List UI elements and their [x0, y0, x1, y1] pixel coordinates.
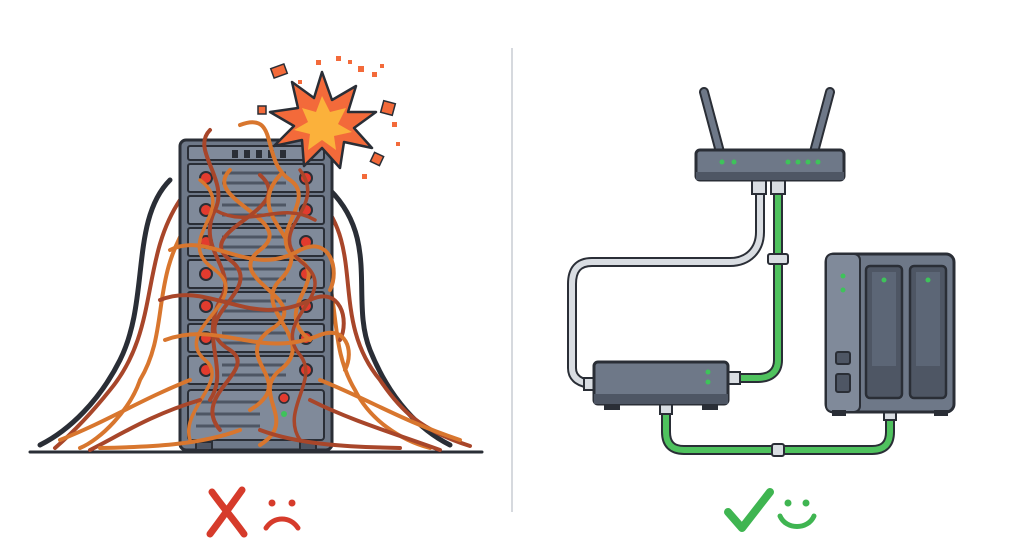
router-icon [694, 87, 846, 182]
status-led-red [199, 267, 213, 281]
messy-side-panel [28, 56, 484, 538]
nas-server-icon [824, 252, 956, 416]
status-led-red [278, 392, 290, 404]
tangled-cables-icon [58, 120, 462, 452]
happy-face-icon [777, 499, 817, 529]
sad-face-icon [263, 499, 301, 531]
check-icon [724, 488, 774, 532]
tidy-side-panel [567, 87, 956, 532]
status-led-green [281, 411, 287, 417]
network-switch-icon [592, 360, 730, 410]
rack-unit [187, 163, 325, 193]
status-led-red [199, 299, 213, 313]
gray-cable [567, 185, 765, 389]
explosion-icon [257, 56, 400, 179]
cross-icon [206, 486, 248, 538]
